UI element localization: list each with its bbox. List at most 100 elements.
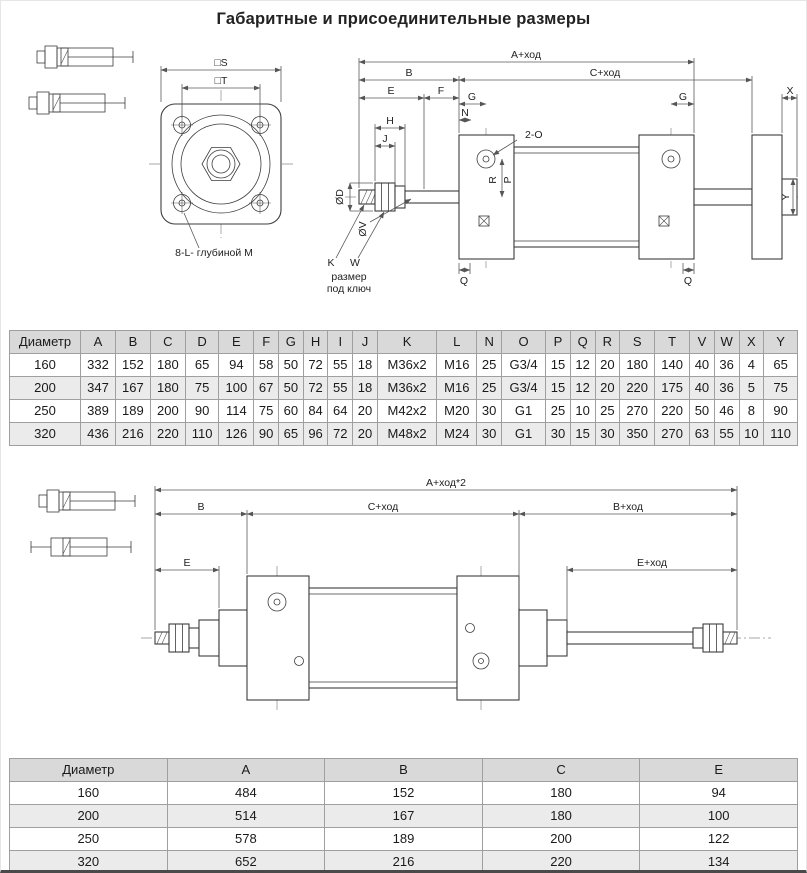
- value-cell: 4: [738, 353, 765, 377]
- value-cell: 72: [302, 376, 329, 400]
- column-header: Диаметр: [9, 758, 168, 782]
- column-header: F: [253, 330, 280, 354]
- dim-label-s-square: □S: [214, 57, 227, 69]
- value-cell: 8: [738, 399, 765, 423]
- column-header: V: [689, 330, 715, 354]
- dim-label-t-square: □T: [215, 75, 228, 87]
- cylinder-side-view: A+ход B C+ход E F G G X N H J 2-O: [327, 49, 798, 295]
- value-cell: 25: [476, 376, 502, 400]
- value-cell: G3/4: [500, 353, 547, 377]
- value-cell: 216: [114, 422, 151, 446]
- diameter-cell: 160: [9, 781, 168, 805]
- value-cell: 140: [654, 353, 691, 377]
- dim-label-f: F: [438, 85, 444, 97]
- value-cell: 75: [253, 399, 280, 423]
- value-cell: 220: [619, 376, 656, 400]
- column-header: A: [80, 330, 116, 354]
- value-cell: 110: [763, 422, 798, 446]
- value-cell: 75: [184, 376, 220, 400]
- value-cell: 15: [545, 353, 571, 377]
- value-cell: 18: [352, 353, 378, 377]
- value-cell: 484: [166, 781, 326, 805]
- value-cell: 65: [763, 353, 798, 377]
- value-cell: G1: [500, 422, 547, 446]
- value-cell: 67: [253, 376, 280, 400]
- value-cell: 180: [149, 376, 186, 400]
- column-header: B: [324, 758, 483, 782]
- column-header: E: [218, 330, 255, 354]
- dim-label-a2: A+ход*2: [426, 477, 466, 489]
- value-cell: 20: [594, 353, 621, 377]
- value-cell: 90: [184, 399, 220, 423]
- pneumatic-symbol-1: [36, 45, 134, 69]
- dimension-drawing-double-rod: A+ход*2 B C+ход B+ход E E+ход: [9, 458, 798, 748]
- value-cell: 200: [481, 827, 641, 851]
- value-cell: 72: [302, 353, 329, 377]
- value-cell: 10: [569, 399, 596, 423]
- column-header: B: [114, 330, 151, 354]
- value-cell: 347: [80, 376, 116, 400]
- column-header: G: [278, 330, 304, 354]
- value-cell: 152: [324, 781, 483, 805]
- value-cell: M36x2: [376, 376, 438, 400]
- dim-label-x: X: [786, 85, 793, 97]
- column-header: S: [619, 330, 656, 354]
- dim-label-k: K: [327, 257, 334, 269]
- dim-label-g-right: G: [679, 91, 687, 103]
- column-header: T: [654, 330, 691, 354]
- value-cell: 100: [639, 804, 798, 828]
- value-cell: M20: [436, 399, 478, 423]
- value-cell: 36: [713, 376, 740, 400]
- value-cell: 60: [278, 399, 304, 423]
- value-cell: 180: [481, 804, 641, 828]
- value-cell: 389: [80, 399, 116, 423]
- value-cell: 175: [654, 376, 691, 400]
- value-cell: 652: [166, 850, 326, 870]
- diameter-cell: 320: [9, 422, 81, 446]
- diameter-cell: 250: [9, 827, 168, 851]
- value-cell: 332: [80, 353, 116, 377]
- value-cell: 58: [253, 353, 280, 377]
- value-cell: 84: [302, 399, 329, 423]
- dim-label-c: C+ход: [368, 501, 399, 513]
- dim-label-a: A+ход: [511, 49, 541, 61]
- value-cell: 50: [278, 376, 304, 400]
- value-cell: M16: [436, 353, 478, 377]
- column-header: P: [545, 330, 571, 354]
- dim-label-e: E: [387, 85, 394, 97]
- value-cell: 36: [713, 353, 740, 377]
- double-rod-side-view: A+ход*2 B C+ход B+ход E E+ход: [141, 477, 771, 710]
- value-cell: M48x2: [376, 422, 438, 446]
- value-cell: 30: [594, 422, 621, 446]
- value-cell: 63: [689, 422, 715, 446]
- dim-label-c: C+ход: [590, 67, 621, 79]
- value-cell: 578: [166, 827, 326, 851]
- column-header: J: [352, 330, 378, 354]
- value-cell: 167: [114, 376, 151, 400]
- dimension-drawing-single-rod: □S □T 8-L- глубиной М: [9, 32, 798, 326]
- dim-label-n: N: [461, 107, 469, 119]
- value-cell: 114: [218, 399, 255, 423]
- column-header: D: [184, 330, 220, 354]
- column-header: W: [713, 330, 740, 354]
- dim-label-q-left: Q: [460, 275, 468, 287]
- value-cell: 30: [476, 399, 502, 423]
- value-cell: 55: [713, 422, 740, 446]
- value-cell: M36x2: [376, 353, 438, 377]
- column-header: N: [476, 330, 502, 354]
- value-cell: 514: [166, 804, 326, 828]
- value-cell: M16: [436, 376, 478, 400]
- value-cell: 55: [327, 376, 354, 400]
- value-cell: 270: [619, 399, 656, 423]
- page-title: Габаритные и присоединительные размеры: [216, 10, 591, 28]
- value-cell: 20: [352, 422, 378, 446]
- value-cell: 65: [184, 353, 220, 377]
- diameter-cell: 250: [9, 399, 81, 423]
